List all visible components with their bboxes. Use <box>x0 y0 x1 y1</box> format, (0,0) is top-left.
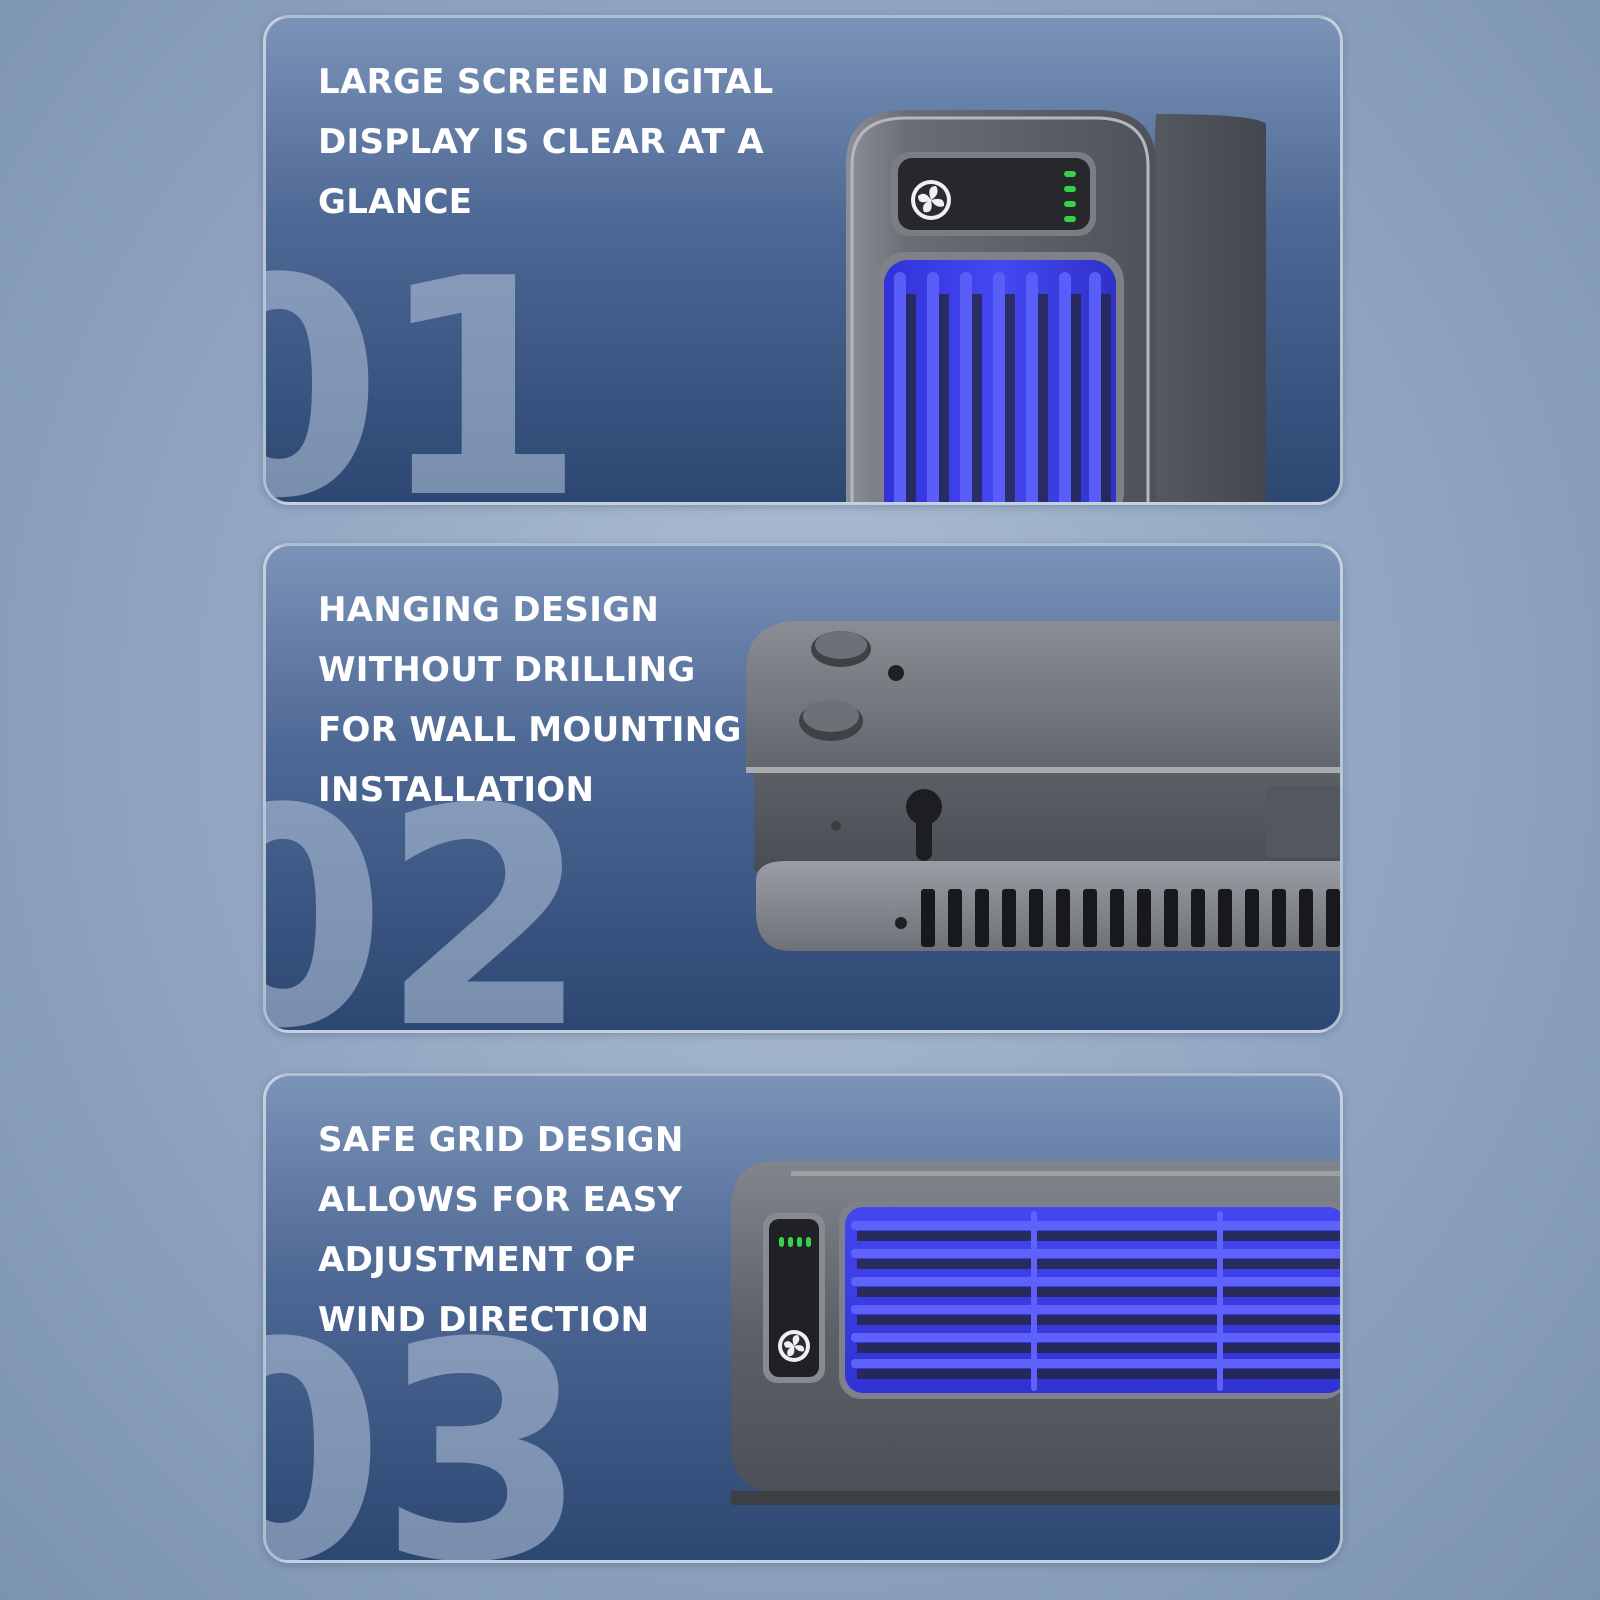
mount-knob <box>799 700 863 741</box>
battery-indicator-icon <box>1064 171 1076 222</box>
caption-line: DISPLAY IS CLEAR AT A <box>318 122 764 162</box>
feature-panel-02: 02 HANGING DESIGN WITHOUT DRILLING FOR W… <box>263 543 1343 1033</box>
caption-line: ALLOWS FOR EASY <box>318 1180 683 1220</box>
fan-icon <box>778 1330 810 1362</box>
mount-knob <box>811 631 871 667</box>
caption-line: INSTALLATION <box>318 770 595 810</box>
feature-number: 03 <box>266 1279 587 1563</box>
fan-back-mount-image <box>746 621 1340 951</box>
feature-panel-03: 03 SAFE GRID DESIGN ALLOWS FOR EASY ADJU… <box>263 1073 1343 1563</box>
caption-line: ADJUSTMENT OF <box>318 1240 638 1280</box>
feature-panel-01: 01 LARGE SCREEN DIGITAL DISPLAY IS CLEAR… <box>263 15 1343 505</box>
caption-line: FOR WALL MOUNTING <box>318 710 742 750</box>
feature-number: 01 <box>266 215 585 505</box>
caption-line: HANGING DESIGN <box>318 590 660 630</box>
caption-line: WIND DIRECTION <box>318 1300 650 1340</box>
caption-line: GLANCE <box>318 182 473 222</box>
feature-caption: LARGE SCREEN DIGITAL DISPLAY IS CLEAR AT… <box>318 52 773 232</box>
tower-fan-front-image <box>846 110 1266 502</box>
feature-number: 02 <box>266 745 589 1033</box>
battery-indicator-icon <box>779 1237 811 1247</box>
keyhole-slot <box>906 789 942 861</box>
fan-grille-side-image <box>731 1161 1340 1505</box>
air-vent <box>921 889 1340 947</box>
feature-caption: SAFE GRID DESIGN ALLOWS FOR EASY ADJUSTM… <box>318 1110 684 1350</box>
caption-line: WITHOUT DRILLING <box>318 650 696 690</box>
fan-icon <box>911 180 951 220</box>
caption-line: SAFE GRID DESIGN <box>318 1120 684 1160</box>
caption-line: LARGE SCREEN DIGITAL <box>318 62 774 102</box>
feature-caption: HANGING DESIGN WITHOUT DRILLING FOR WALL… <box>318 580 742 820</box>
